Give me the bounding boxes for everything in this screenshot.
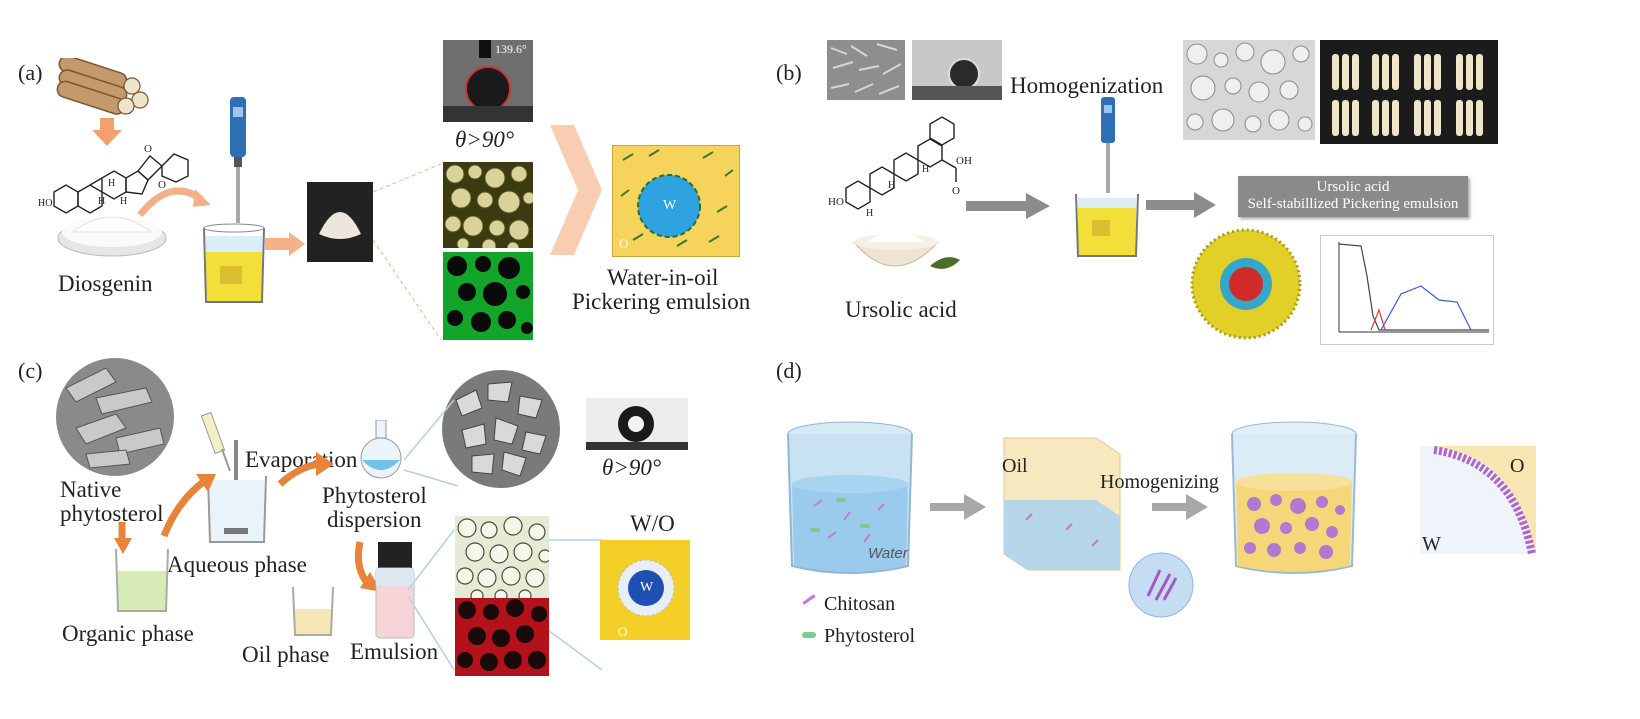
chem-oh-b: OH: [956, 155, 972, 167]
contact-angle-image-b: [912, 40, 1002, 100]
banner-line-2: Self-stabillized Pickering emulsion: [1247, 196, 1459, 212]
native-label-2: phytosterol: [60, 501, 164, 526]
homogenizer-b-icon: [1101, 97, 1115, 193]
chem-h2-b: H: [922, 164, 929, 175]
oil-phase-label: Oil phase: [242, 642, 330, 667]
panel-b-letter: (b): [776, 60, 802, 85]
oil-marker-a: O: [619, 236, 629, 251]
water-marker-a: W: [663, 198, 677, 213]
diosgenin-label: Diosgenin: [58, 271, 153, 296]
gray-arrow-1: [966, 193, 1050, 219]
beaker-b: [1075, 193, 1139, 257]
chem-h1: H: [108, 178, 115, 189]
ursolic-acid-bowl: [852, 231, 960, 269]
contact-angle-image-c: [586, 398, 688, 450]
micrograph-b: [1183, 40, 1315, 140]
phytosterol-dispersion-label-1: Phytosterol: [322, 483, 427, 508]
diosgenin-structure: HO O O H H H: [38, 143, 189, 214]
panel-a-letter: (a): [18, 60, 43, 85]
chem-h1-b: H: [888, 180, 895, 191]
oil-water-cube: [1003, 437, 1121, 571]
theta-c-label: θ>90°: [602, 455, 662, 480]
orange-arrow-1: [160, 474, 216, 538]
micrograph-fluorescence-a: [443, 252, 533, 340]
water-marker-c: W: [640, 580, 654, 595]
water-label-d: Water: [868, 545, 908, 562]
chem-o1: O: [144, 143, 152, 155]
homogenizer-icon: [230, 97, 246, 223]
sem-image-b: [827, 40, 905, 100]
micrograph-fluorescence-c: [455, 598, 549, 676]
banner-line-1: Ursolic acid: [1316, 179, 1390, 195]
pickering-emulsion-label: Pickering emulsion: [572, 289, 751, 314]
chem-h2: H: [98, 196, 105, 207]
phytosterol-dispersion-label-2: dispersion: [327, 507, 422, 532]
micrograph-brightfield-a: [443, 162, 533, 248]
native-phytosterol-sem: [56, 358, 174, 476]
organic-phase-label: Organic phase: [62, 621, 194, 646]
right-arrow-icon: [265, 232, 305, 256]
aqueous-phase-label: Aqueous phase: [167, 552, 307, 577]
chem-ho: HO: [38, 198, 52, 209]
chevron-right-icon: [550, 125, 602, 255]
contact-angle-image: 139.6°: [443, 40, 533, 122]
emulsion-tubes-photo: [1320, 40, 1498, 144]
homogenizing-label: Homogenizing: [1100, 471, 1219, 493]
native-label-1: Native: [60, 477, 122, 502]
zoom-guide-lines-c: [403, 399, 603, 671]
aqueous-beaker: [207, 440, 267, 543]
chitosan-swatch: [802, 594, 816, 605]
gray-arrow-d-1: [930, 494, 986, 520]
emulsion-label: Emulsion: [350, 639, 439, 664]
round-flask-icon: [360, 420, 402, 479]
ursolic-acid-structure: HO OH O H H H: [828, 116, 972, 219]
density-profile-chart: [1320, 235, 1494, 345]
chem-h3: H: [120, 196, 127, 207]
oil-label-d: Oil: [1002, 455, 1028, 477]
chem-h3-b: H: [866, 208, 873, 219]
homogenization-label: Homogenization: [1010, 73, 1164, 98]
legend-chitosan: Chitosan: [824, 593, 896, 615]
gray-arrow-2: [1146, 192, 1216, 218]
interface-zoom-panel: [1420, 446, 1536, 554]
syringe-icon: [200, 411, 231, 472]
wo-schematic-c: W O: [600, 540, 690, 640]
water-in-oil-schematic: W O: [612, 145, 740, 257]
panel-d-letter: (d): [776, 358, 802, 383]
oil-beaker: [292, 586, 334, 636]
diosgenin-powder-dish: [57, 216, 167, 257]
chem-ho-b: HO: [828, 196, 844, 208]
gray-arrow-d-2: [1152, 494, 1208, 520]
emulsion-photo: [307, 182, 373, 262]
md-simulation-droplet: [1190, 228, 1302, 340]
zoom-guide-lines: [373, 163, 442, 341]
water-beaker-d: [787, 421, 913, 574]
chem-o-b: O: [952, 185, 960, 197]
emulsion-beaker-d: [1231, 421, 1357, 574]
ursolic-emulsion-banner: Ursolic acid Self-stabillized Pickering …: [1238, 176, 1468, 217]
w-marker-d: W: [1422, 533, 1441, 555]
organic-beaker: [115, 548, 169, 612]
phytosterol-swatch: [802, 632, 816, 638]
down-arrow-icon: [92, 118, 122, 146]
panel-c-letter: (c): [18, 358, 43, 383]
theta-a-label: θ>90°: [455, 127, 515, 152]
chem-o2: O: [158, 179, 166, 191]
wo-label: W/O: [630, 511, 675, 536]
curved-arrow-icon: [137, 187, 211, 218]
ursolic-acid-label: Ursolic acid: [845, 297, 957, 322]
water-in-oil-label: Water-in-oil: [607, 265, 719, 290]
emulsion-vial: [375, 542, 415, 639]
oil-marker-c: O: [618, 624, 628, 639]
orange-arrow-2: [277, 452, 334, 487]
contact-angle-value: 139.6°: [495, 42, 527, 56]
beaker-a: [203, 223, 265, 303]
o-marker-d: O: [1510, 455, 1525, 477]
yam-root-image: [56, 58, 149, 115]
zoom-sphere: [1128, 552, 1194, 618]
orange-arrow-3: [114, 522, 132, 554]
micrograph-brightfield-c: [455, 516, 549, 598]
legend-phytosterol: Phytosterol: [824, 625, 916, 647]
dispersion-sem: [442, 370, 560, 488]
